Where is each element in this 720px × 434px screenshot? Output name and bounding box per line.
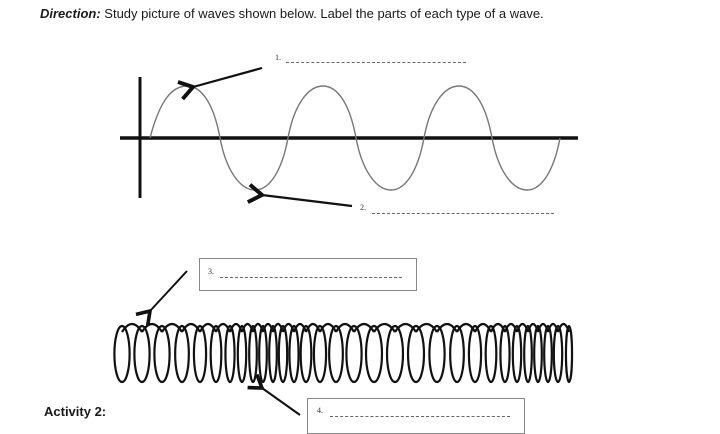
arrow-trough-icon [246,183,353,208]
activity-title: Activity 2: [44,404,107,419]
label-2-number: 2. [360,203,366,212]
answer-box-3[interactable]: 3. [199,258,417,291]
arrow-compression-icon [247,373,301,416]
answer-blank-2[interactable] [372,213,554,214]
label-1-number: 1. [275,53,281,62]
answer-blank-1[interactable] [286,62,466,63]
arrow-crest-icon [177,66,263,101]
label-3-number: 3. [208,267,214,276]
direction-text: Direction: Study picture of waves shown … [40,6,544,21]
transverse-wave-curve [149,85,561,191]
answer-blank-4[interactable] [330,416,510,417]
direction-label: Direction: [40,6,101,21]
label-4-number: 4. [317,406,323,415]
answer-blank-3[interactable] [220,277,402,278]
answer-box-4[interactable]: 4. [307,398,525,434]
direction-body: Study picture of waves shown below. Labe… [100,6,544,21]
longitudinal-spring [113,322,574,384]
arrow-rarefaction-icon [135,270,188,326]
